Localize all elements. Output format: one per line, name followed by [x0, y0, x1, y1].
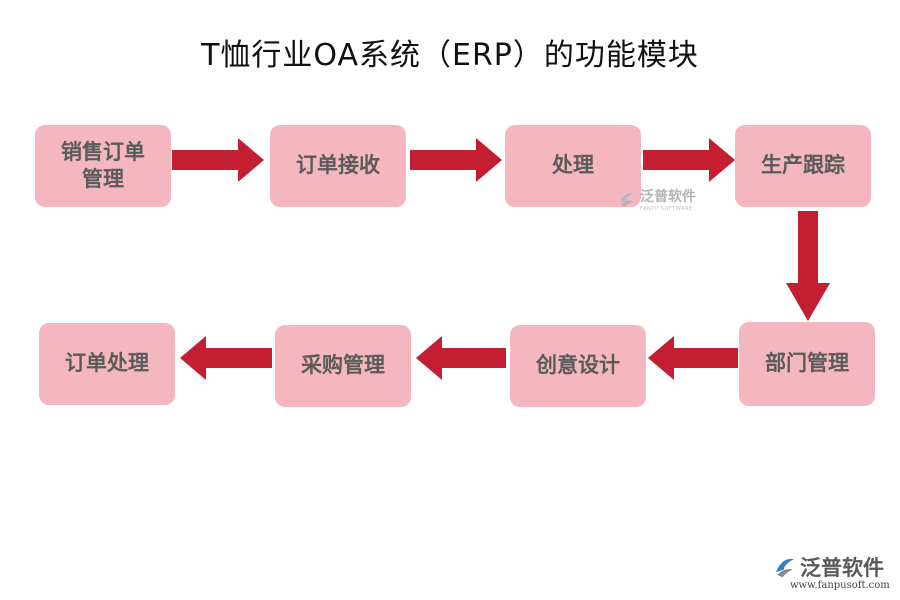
node-processing: 处理 — [505, 125, 641, 207]
watermark-brand: 泛普软件 — [640, 189, 696, 205]
watermark-sub: FANPU SOFTWARE — [640, 206, 693, 212]
arrow-left-3 — [180, 336, 272, 380]
arrow-left-1 — [648, 336, 738, 380]
fanpu-logo-icon — [775, 558, 795, 578]
fanpu-logo-icon — [620, 192, 634, 207]
node-label: 采购管理 — [301, 353, 385, 378]
arrow-left-2 — [416, 336, 506, 380]
node-production-tracking: 生产跟踪 — [735, 125, 871, 207]
node-creative-design: 创意设计 — [510, 325, 646, 407]
node-label: 订单处理 — [65, 351, 149, 376]
node-procurement-management: 采购管理 — [275, 325, 411, 407]
watermark-bottom-right: 泛普软件 — [772, 552, 884, 582]
node-order-processing: 订单处理 — [39, 323, 175, 405]
node-label: 创意设计 — [536, 353, 620, 378]
node-department-management: 部门管理 — [739, 322, 875, 406]
node-label: 销售订单管理 — [61, 139, 145, 191]
arrow-right-2 — [410, 138, 502, 182]
arrow-down — [786, 211, 830, 321]
arrow-right-1 — [172, 138, 264, 182]
arrow-right-3 — [643, 138, 735, 182]
watermark-center: 泛普软件 FANPU SOFTWARE — [617, 186, 696, 212]
node-label: 处理 — [552, 153, 594, 178]
node-sales-order-management: 销售订单管理 — [35, 125, 171, 207]
watermark-brand-large: 泛普软件 — [800, 556, 884, 580]
node-label: 订单接收 — [296, 153, 380, 178]
watermark-url: www.fanpusoft.com — [790, 580, 890, 591]
node-order-receiving: 订单接收 — [270, 125, 406, 207]
node-label: 部门管理 — [765, 351, 849, 376]
diagram-title: T恤行业OA系统（ERP）的功能模块 — [201, 38, 699, 73]
node-label: 生产跟踪 — [761, 153, 845, 178]
